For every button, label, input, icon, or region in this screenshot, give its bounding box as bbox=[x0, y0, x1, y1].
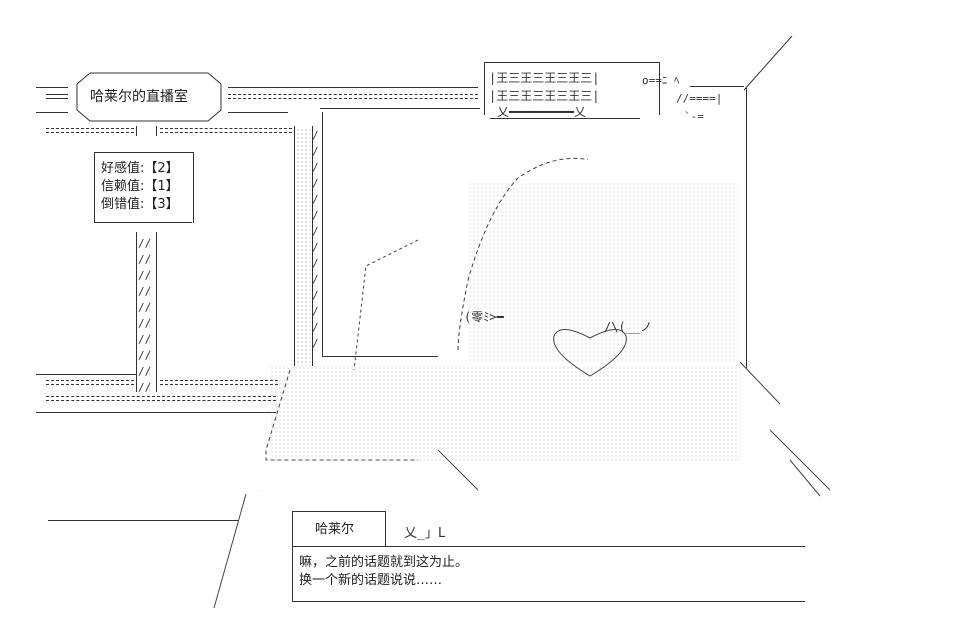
pillar-outer bbox=[322, 112, 323, 356]
right-frame-post bbox=[746, 88, 747, 368]
gun-mid: //====| bbox=[676, 92, 723, 105]
lower-left-line-4 bbox=[36, 412, 276, 413]
stat-label-perversion: 倒错值 bbox=[101, 197, 141, 212]
gun-line-top bbox=[690, 86, 744, 87]
stat-row-affection: 好感值:【2】 bbox=[101, 161, 179, 176]
rope-left-a bbox=[136, 126, 137, 136]
diagonal-stick-icon bbox=[743, 35, 793, 91]
stat-row-perversion: 倒错值:【3】 bbox=[101, 197, 179, 212]
speaker-tab: 哈莱尔 bbox=[292, 511, 386, 546]
gun-top: o==ﾆ ﾍ bbox=[642, 74, 680, 87]
stream-title: 哈莱尔的直播室 bbox=[90, 89, 188, 105]
pillar-slashes: / / / / / / / / / / / / / / bbox=[312, 129, 319, 350]
banner-equals-left bbox=[46, 94, 68, 99]
frame-equals-row-1 bbox=[46, 128, 134, 133]
banner-line-bottom-right-2 bbox=[320, 108, 480, 109]
stream-title-banner: 哈莱尔的直播室 bbox=[76, 72, 222, 122]
lower-left-equals-3 bbox=[46, 396, 276, 401]
pillar-left bbox=[294, 126, 295, 366]
character-body bbox=[270, 366, 740, 462]
face-left: (零ﾐ>━ bbox=[464, 310, 504, 324]
dialogue-line-2: 换一个新的话题说说…… bbox=[299, 573, 443, 588]
lower-left-equals-2 bbox=[160, 380, 278, 385]
pillar-fill bbox=[296, 128, 310, 366]
stats-panel-bottom bbox=[94, 222, 192, 223]
octagon-frame-icon bbox=[76, 72, 222, 122]
stat-label-affection: 好感值 bbox=[101, 161, 141, 176]
lower-left-equals-1 bbox=[46, 380, 134, 385]
heart-eyes-icon bbox=[553, 329, 627, 377]
sign-row-1: |王三王三王三王三| bbox=[489, 71, 600, 85]
dialogue-line-1: 嘛，之前的话题就到这为止。 bbox=[299, 555, 469, 570]
banner-line-bottom-right bbox=[228, 112, 288, 113]
face-right: /\(__ノ bbox=[604, 320, 653, 334]
sign-underline bbox=[490, 118, 640, 119]
character-outline-icon bbox=[258, 157, 588, 491]
rope-pattern-left: // // // // // // // // // // bbox=[138, 237, 152, 394]
banner-equals-right bbox=[228, 94, 478, 99]
stats-panel: 好感值:【2】 信赖值:【1】 倒错值:【3】 bbox=[94, 152, 194, 223]
sign-board: |王三王三王三王三| |王三王三王三王三| 乂━━━━━━━━━乂 bbox=[484, 62, 660, 119]
stat-value-affection: 【2】 bbox=[144, 161, 179, 176]
rope-left-c bbox=[136, 232, 137, 392]
pillar-base bbox=[322, 356, 438, 357]
speaker-name: 哈莱尔 bbox=[315, 522, 355, 537]
banner-line-top-right bbox=[228, 87, 478, 88]
floor-line-left bbox=[48, 520, 238, 521]
rope-left-b bbox=[156, 126, 157, 136]
banner-line-bottom-left bbox=[36, 112, 68, 113]
gun-bot: `-= bbox=[684, 110, 704, 123]
sign-row-2: |王三王三王三王三| bbox=[489, 89, 600, 103]
stat-row-trust: 信赖值:【1】 bbox=[101, 179, 179, 194]
pillar-right bbox=[312, 126, 313, 366]
sign-bottom: 乂━━━━━━━━━乂 bbox=[497, 105, 587, 119]
banner-line-top-left bbox=[36, 87, 68, 88]
stat-value-trust: 【1】 bbox=[144, 179, 179, 194]
rope-left-d bbox=[156, 232, 157, 392]
dialogue-box: 嘛，之前的话题就到这为止。 换一个新的话题说说…… bbox=[292, 546, 805, 602]
hand-mark: 乂_」L bbox=[404, 526, 446, 541]
lower-left-line-0 bbox=[36, 374, 136, 375]
right-diagonals-icon bbox=[739, 361, 831, 497]
stat-value-perversion: 【3】 bbox=[144, 197, 179, 212]
stat-label-trust: 信赖值 bbox=[101, 179, 141, 194]
floor-diagonal-icon bbox=[213, 493, 247, 609]
frame-equals-row-2 bbox=[160, 128, 292, 133]
